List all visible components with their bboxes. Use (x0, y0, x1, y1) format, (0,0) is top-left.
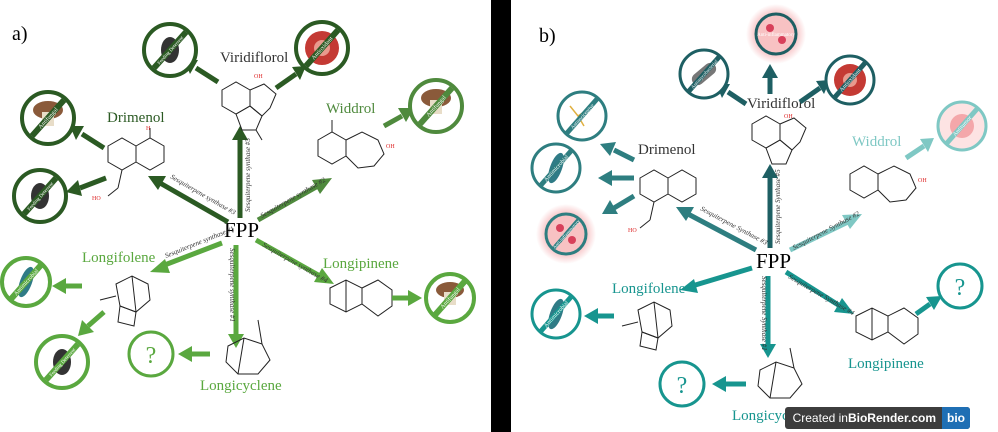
compound-longicyclene: Longicyclene (200, 378, 282, 394)
compound-longifolene: Longifolene (82, 250, 156, 266)
activity-antifungal-icon: Antifungal (408, 78, 464, 134)
panel-divider (491, 0, 511, 432)
panel-a: a) FPP Sesquiterpene synthase #5 Sesquit… (0, 20, 476, 394)
synthase-label: Sesquiterpene Synthase #4 (787, 273, 856, 318)
activity-antimicrobial-icon: Antimicrobial (530, 288, 582, 340)
activity-unknown-icon: ? (658, 360, 706, 408)
atom-oh: OH (254, 74, 263, 80)
arrow-s3-a (158, 180, 230, 225)
svg-text:Anti-inflammatory: Anti-inflammatory (757, 33, 795, 38)
molecule-longicyclene-b (757, 347, 803, 399)
compound-longipinene: Longipinene (323, 256, 399, 272)
activity-antifungal-icon: Antifungal (20, 90, 76, 146)
activity-feeding-deterrent-icon: Feeding Deterrent (142, 22, 198, 78)
panel-b-label: b) (539, 25, 556, 47)
credit-brand: BioRender.com (847, 411, 936, 425)
molecule-viridiflorol-a (221, 81, 277, 141)
arrow-s2-a (256, 183, 320, 223)
panel-a-label: a) (12, 23, 28, 45)
compound-drimenol: Drimenol (107, 110, 165, 126)
synthase-label: Sesquiterpene synthase #1 (164, 225, 235, 260)
compound-widdrol: Widdrol (326, 101, 375, 117)
atom-h: H (146, 126, 151, 132)
activity-antifungal-icon: Antifungal (424, 272, 476, 324)
molecule-widdrol-b (849, 165, 917, 203)
arrowhead (150, 259, 170, 273)
activity-antioxidant-icon: Antioxidant (294, 20, 350, 76)
compound-longifolene: Longifolene (612, 281, 686, 297)
activity-unknown-icon: ? (936, 262, 984, 310)
atom-ho: HO (92, 196, 101, 202)
arrowhead (312, 178, 332, 194)
arrowhead (148, 176, 166, 190)
activity-antinociceptive-icon: Antinociceptive (556, 90, 608, 142)
arrow-s4-a (254, 237, 322, 279)
arrowhead (314, 268, 334, 284)
atom-ho: HO (628, 228, 637, 234)
activity-antimycobacterial-icon: Antimycobacterial (678, 48, 730, 100)
molecule-drimenol-b (639, 169, 697, 229)
activity-antioxidant-icon: Antioxidant (824, 54, 876, 106)
molecule-longifolene-a (99, 275, 151, 327)
activity-unknown-icon: ? (127, 330, 175, 378)
activity-anti-inflammatory-icon: Anti-inflammatory (536, 204, 596, 264)
activity-feeding-deterrent-icon: Feeding Deterrent (34, 334, 90, 390)
activity-antimicrobial-icon: Antimicrobial (0, 256, 52, 308)
atom-oh: OH (784, 114, 793, 120)
molecule-viridiflorol-b (751, 115, 807, 165)
molecule-longipinene-a (329, 279, 393, 317)
compound-longipinene: Longipinene (848, 356, 924, 372)
svg-text:?: ? (955, 275, 966, 301)
atom-oh: OH (386, 144, 395, 150)
panel-a-center-fpp: FPP (224, 218, 259, 242)
molecule-longipinene-b (855, 307, 919, 345)
synthase-label: Sesquiterpene Synthase #2 (791, 209, 861, 251)
compound-viridiflorol: Viridiflorol (220, 50, 288, 66)
activity-anti-inflammatory-icon: Anti-inflammatory (746, 4, 806, 64)
arrowhead (228, 334, 244, 348)
activity-antimicrobial-icon: Antimicrobial (530, 142, 582, 194)
activity-feeding-deterrent-icon: Feeding Deterrent (12, 168, 68, 224)
synthase-label: Sesquiterpene synthase #5 (244, 138, 252, 212)
svg-text:?: ? (677, 373, 688, 399)
synthase-label: Sesquiterpene synthase #4 (261, 241, 329, 285)
molecule-drimenol-a (107, 128, 165, 197)
credit-prefix: Created in (792, 411, 848, 425)
biorender-logo-icon: bio (942, 407, 970, 429)
synthase-arrows-a (148, 126, 334, 348)
synthase-arrows-b (676, 164, 862, 358)
synthase-label: Sesquiterpene synthase #2 (259, 176, 327, 220)
molecule-longicyclene-a (225, 319, 271, 375)
compound-widdrol: Widdrol (852, 134, 901, 150)
activity-arrows-b (584, 64, 942, 392)
panel-b-center-fpp: FPP (756, 249, 791, 273)
atom-oh: OH (918, 178, 927, 184)
molecule-longifolene-b (621, 301, 673, 351)
synthase-label: Sesquiterpene Synthase #5 (774, 169, 782, 244)
activity-antitumor-icon: Antitumor (936, 100, 988, 152)
synthase-label: Sesquiterpene synthase #1 (228, 248, 236, 322)
compound-drimenol: Drimenol (638, 142, 696, 158)
svg-text:?: ? (146, 343, 157, 369)
biorender-credit[interactable]: Created in BioRender.com bio (784, 407, 970, 429)
synthase-label: Sesquiterpene Synthase #1 (760, 276, 768, 351)
panel-b: b) FPP Sesquiterpene Synthase #5 Sesquit… (530, 4, 988, 424)
molecule-widdrol-a (317, 120, 385, 169)
compound-viridiflorol: Viridiflorol (747, 96, 815, 112)
arrow-s1-longifolene-a (161, 240, 223, 269)
arrowhead (232, 126, 248, 140)
